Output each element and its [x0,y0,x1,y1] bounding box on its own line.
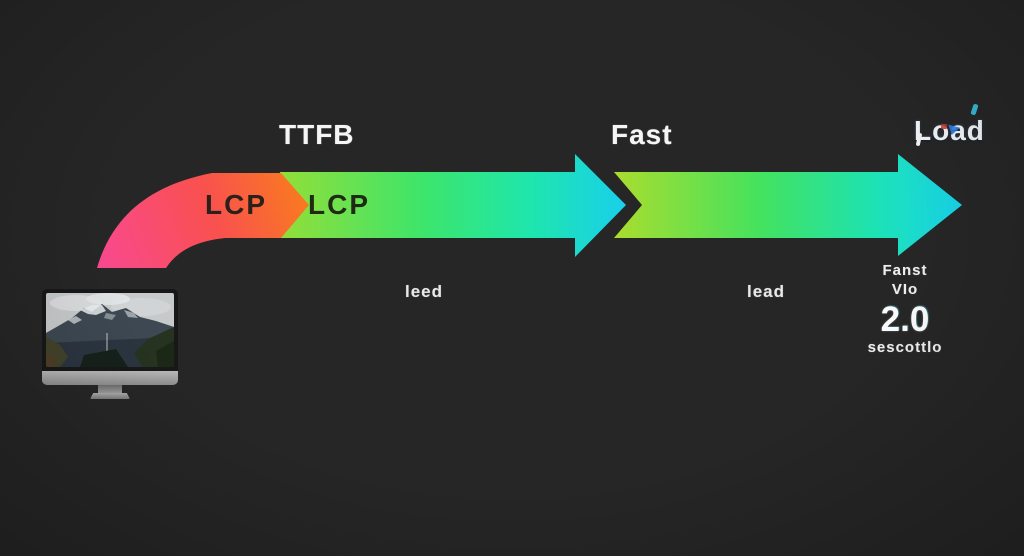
curve-lcp-label: LCP [205,189,267,220]
band2-sublabel: lead [747,282,786,301]
monitor-frame [42,289,178,371]
curve-arrow-shape [97,173,309,268]
monitor-screen-image [46,293,174,367]
band1-sublabel: leed [405,282,444,301]
metric-line2: VIo [891,280,919,298]
monitor-stand-neck [98,385,122,393]
stage2-title: Fast [611,119,673,150]
metric-value: 2.0 [880,299,930,339]
metric-unit: sescottlo [867,339,943,357]
band1-lcp-label: LCP [308,189,370,220]
metric-line1: Fanst [882,262,928,279]
stage1-title: TTFB [279,119,355,150]
monitor-illustration [42,289,178,399]
stage3-title: Load [914,115,985,146]
metric-block: Fanst VIo 2.0 sescottlo [845,262,965,358]
band1-arrow-shape [280,154,626,257]
monitor-stand-base [90,393,130,399]
monitor-chin [42,371,178,385]
band2-arrow-shape [614,154,962,256]
